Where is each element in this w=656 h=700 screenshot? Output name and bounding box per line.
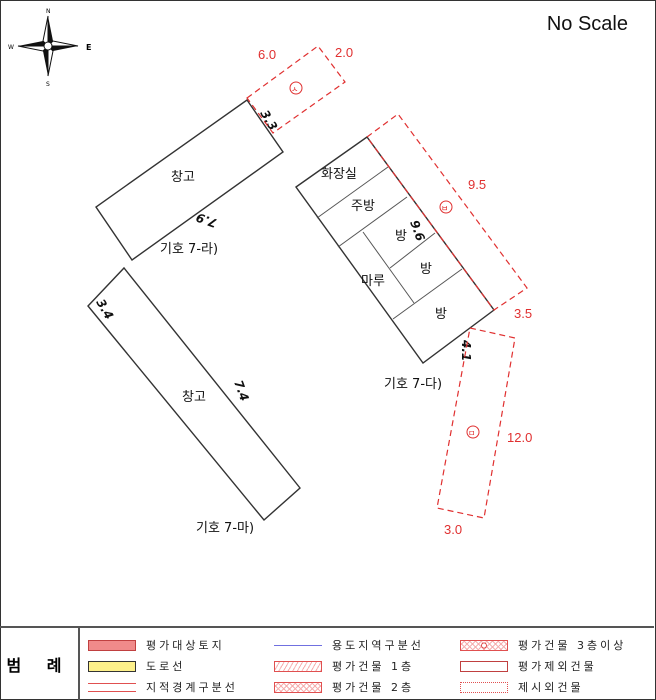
dim-label: 9.5	[468, 177, 486, 192]
compass-n: N	[46, 8, 51, 15]
compass-s: S	[46, 81, 50, 88]
legend-item-floor-3-plus: 평가건물 3층이상	[460, 637, 626, 653]
legend-item-zoning-line: 용도지역구분선	[274, 637, 424, 653]
hand-dim: 3.3	[257, 108, 280, 133]
symbol: ㅁ	[468, 429, 475, 438]
symbol: ㅂ	[441, 204, 448, 213]
legend-item-floor-2: 평가건물 2층	[274, 679, 414, 695]
compass-e: E	[86, 43, 91, 52]
hand-dim: 9.6	[407, 218, 427, 243]
dim-label: 3.0	[444, 522, 462, 537]
hand-dim: 7.4	[231, 378, 251, 403]
room-label: 창고	[182, 390, 206, 405]
hand-dim: 3.4	[93, 297, 116, 322]
building-code: 기호 7-라)	[160, 242, 218, 257]
building-7-ra[interactable]: 창고 3.3 7.9 기호 7-라)	[95, 99, 284, 261]
extra-building-s[interactable]: ㅅ 6.0 2.0	[246, 45, 353, 134]
building-7-da[interactable]: 화장실 주방 방 마루 방 방 9.6 4.1 기호 7-다)	[295, 136, 495, 392]
legend-item-cadastral-line: 지적경계구분선	[88, 679, 238, 695]
building-7-ma[interactable]: 창고 3.4 7.4 기호 7-마)	[87, 266, 301, 536]
legend: 범 례 평가대상토지 도로선 지적경계구분선 용도지역구분선 평가건물 1층 평…	[0, 626, 654, 700]
room-label: 방	[435, 307, 447, 322]
dim-label: 2.0	[335, 45, 353, 60]
room-label: 화장실	[321, 167, 357, 182]
room-label: 마루	[361, 274, 385, 289]
dim-label: 3.5	[514, 306, 532, 321]
legend-title: 범 례	[0, 628, 80, 700]
scale-note: No Scale	[546, 13, 628, 35]
room-label: 주방	[351, 199, 375, 214]
dim-label: 12.0	[507, 430, 532, 445]
building-code: 기호 7-다)	[384, 377, 442, 392]
legend-item-target-land: 평가대상토지	[88, 637, 225, 653]
symbol: ㅅ	[291, 85, 298, 94]
legend-item-excluded: 평가제외건물	[460, 658, 597, 674]
extra-building-m[interactable]: ㅁ 12.0 3.0	[436, 327, 532, 537]
room-label: 방	[420, 262, 432, 277]
compass-rose-icon: N S E W	[8, 8, 91, 88]
room-label: 방	[395, 229, 407, 244]
legend-item-extra: 제시외건물	[460, 679, 584, 695]
legend-item-road: 도로선	[88, 658, 185, 674]
extra-building-b[interactable]: ㅂ 9.5 3.5	[366, 113, 532, 321]
compass-w: W	[8, 44, 14, 51]
hand-dim: 7.9	[194, 210, 219, 230]
site-plan: N S E W 창고 3.3 7.9 기호 7-라) 창고 3.4 7.4 기호…	[8, 8, 532, 537]
hand-dim: 4.1	[459, 339, 473, 361]
legend-item-floor-1: 평가건물 1층	[274, 658, 414, 674]
dim-label: 6.0	[258, 47, 276, 62]
building-code: 기호 7-마)	[196, 521, 254, 536]
room-label: 창고	[171, 170, 195, 185]
